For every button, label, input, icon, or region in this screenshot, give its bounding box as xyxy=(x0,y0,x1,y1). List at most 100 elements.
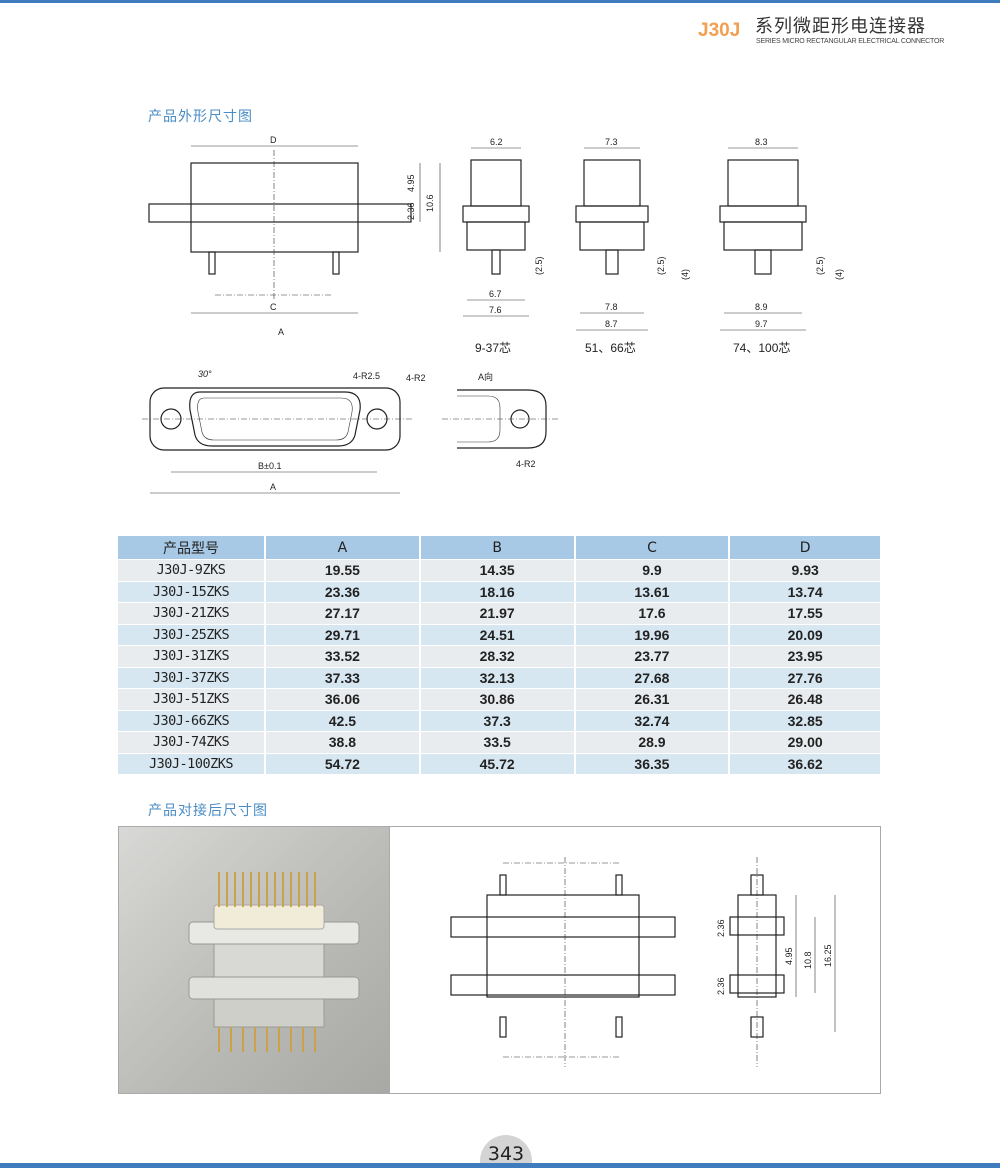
col-model: 产品型号 xyxy=(118,536,266,560)
dimension-cell: 18.16 xyxy=(419,581,576,603)
dimension-cell: 36.06 xyxy=(265,688,421,711)
model-cell: J30J-66ZKS xyxy=(118,710,266,732)
outline-drawings: D C A 4.95 2.36 10.6 6.2 6.7 7.6 (2.5) 9… xyxy=(142,135,844,494)
drawing-label: 8.9 xyxy=(755,302,768,312)
dimension-cell: 19.55 xyxy=(265,559,421,582)
face-view-drawing: B±0.1 A 30° 4-R2.5 4-R2 A向 4-R2 xyxy=(142,369,560,494)
dimension-cell: 13.74 xyxy=(729,581,880,603)
bottom-rule xyxy=(0,1163,1000,1168)
dimension-cell: 32.74 xyxy=(574,710,731,732)
drawing-label: (4) xyxy=(680,269,690,280)
caption-9-37: 9-37芯 xyxy=(475,341,511,355)
dimension-cell: 23.36 xyxy=(265,581,421,603)
side-view-2: 7.3 7.8 8.7 (2.5) (4) 51、66芯 xyxy=(575,137,690,355)
dim-D: D xyxy=(270,135,277,145)
drawing-label: (2.5) xyxy=(656,256,666,275)
brand-logo: J30J xyxy=(698,20,741,41)
drawing-label: 9.7 xyxy=(755,319,768,329)
table-header-row: 产品型号 A B C D xyxy=(118,536,880,560)
dimension-cell: 36.62 xyxy=(729,753,880,775)
col-A: A xyxy=(265,536,421,560)
dimension-cell: 17.55 xyxy=(729,602,880,625)
dimension-cell: 14.35 xyxy=(419,559,576,582)
drawing-label: 2.36 xyxy=(716,919,726,937)
product-photo xyxy=(119,827,389,1093)
section-title-outline: 产品外形尺寸图 xyxy=(148,109,253,125)
side-view-1: 6.2 6.7 7.6 (2.5) 9-37芯 xyxy=(462,137,544,355)
drawing-label: 2.36 xyxy=(716,977,726,995)
dimension-cell: 19.96 xyxy=(574,624,731,646)
drawing-label: 6.7 xyxy=(489,289,502,299)
dimension-cell: 33.5 xyxy=(419,731,576,754)
drawing-label: 7.3 xyxy=(605,137,618,147)
model-cell: J30J-51ZKS xyxy=(118,688,266,711)
model-cell: J30J-21ZKS xyxy=(118,602,266,625)
dimension-cell: 17.6 xyxy=(574,602,731,625)
model-cell: J30J-31ZKS xyxy=(118,645,266,668)
dimension-cell: 13.61 xyxy=(574,581,731,603)
dimension-cell: 33.52 xyxy=(265,645,421,668)
dimension-cell: 54.72 xyxy=(265,753,421,775)
dimension-cell: 32.85 xyxy=(729,710,880,732)
model-cell: J30J-37ZKS xyxy=(118,667,266,689)
dimension-cell: 9.93 xyxy=(729,559,880,582)
dimension-cell: 21.97 xyxy=(419,602,576,625)
drawing-label: A向 xyxy=(478,371,493,382)
dimension-cell: 36.35 xyxy=(574,753,731,775)
col-D: D xyxy=(729,536,880,560)
dimension-cell: 27.68 xyxy=(574,667,731,689)
mated-drawing: 2.36 4.95 2.36 10.8 16.25 xyxy=(450,857,836,1067)
dimension-cell: 38.8 xyxy=(265,731,421,754)
drawing-label: 7.6 xyxy=(489,305,502,315)
dimension-cell: 24.51 xyxy=(419,624,576,646)
drawing-label: (2.5) xyxy=(534,256,544,275)
section-title-mated: 产品对接后尺寸图 xyxy=(148,803,268,819)
dimension-cell: 37.3 xyxy=(419,710,576,732)
dimension-cell: 42.5 xyxy=(265,710,421,732)
dimension-cell: 27.76 xyxy=(729,667,880,689)
main-view-drawing: D C A 4.95 2.36 10.6 xyxy=(148,135,441,337)
header-title: 系列微距形电连接器 xyxy=(755,16,926,37)
model-cell: J30J-74ZKS xyxy=(118,731,266,754)
dimension-cell: 26.31 xyxy=(574,688,731,711)
dimension-cell: 23.95 xyxy=(729,645,880,668)
drawing-label: 4-R2 xyxy=(516,459,536,469)
drawing-label: 8.3 xyxy=(755,137,768,147)
dimension-cell: 32.13 xyxy=(419,667,576,689)
model-cell: J30J-15ZKS xyxy=(118,581,266,603)
dim-2.36: 2.36 xyxy=(406,202,416,220)
dimension-cell: 20.09 xyxy=(729,624,880,646)
side-view-3: 8.3 8.9 9.7 (2.5) (4) 74、100芯 xyxy=(719,137,844,355)
drawing-label: B±0.1 xyxy=(258,461,281,471)
dimension-cell: 30.86 xyxy=(419,688,576,711)
dimension-cell: 27.17 xyxy=(265,602,421,625)
dim-C: C xyxy=(270,302,277,312)
dimension-cell: 9.9 xyxy=(574,559,731,582)
dimension-cell: 26.48 xyxy=(729,688,880,711)
col-C: C xyxy=(574,536,731,560)
drawing-label: 4-R2 xyxy=(406,373,426,383)
top-rule xyxy=(0,0,1000,3)
drawing-label: 4.95 xyxy=(784,947,794,965)
drawing-label: 30° xyxy=(198,369,212,379)
dimension-cell: 28.9 xyxy=(574,731,731,754)
header-subtitle: SERIES MICRO RECTANGULAR ELECTRICAL CONN… xyxy=(756,38,945,45)
dimension-cell: 45.72 xyxy=(419,753,576,775)
drawing-label: 8.7 xyxy=(605,319,618,329)
dim-10.6: 10.6 xyxy=(425,194,435,212)
drawing-label: A xyxy=(270,482,276,492)
connector-image xyxy=(188,872,360,1052)
drawing-label: (4) xyxy=(834,269,844,280)
dim-4.95: 4.95 xyxy=(406,174,416,192)
caption-51-66: 51、66芯 xyxy=(585,341,636,355)
